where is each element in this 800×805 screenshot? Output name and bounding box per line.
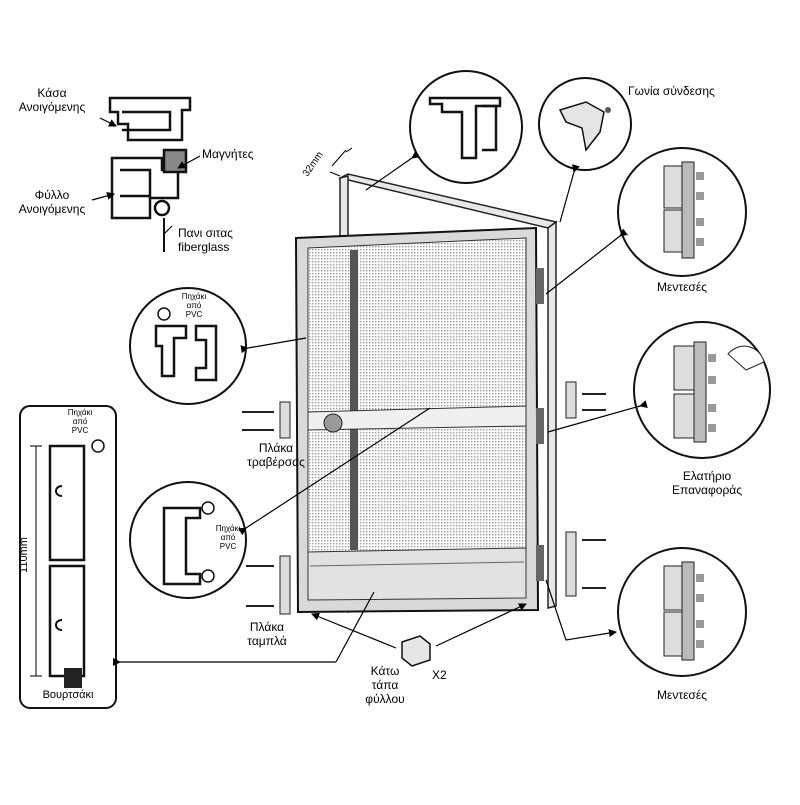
detail-circle-hinges-top: [545, 147, 747, 295]
pvc-panel-label-line: Πηχάκι: [67, 408, 93, 417]
frame-section-profile: [108, 96, 192, 252]
mesh-label: Πανι σιτας fiberglass: [178, 226, 233, 254]
pvc-panel-label: Πηχάκι από PVC: [50, 408, 110, 435]
pvc-panel-label-line: PVC: [71, 426, 89, 435]
dimension-32mm: [329, 147, 353, 177]
kick-plate: [246, 531, 606, 615]
detail-circle-corner: [538, 77, 632, 223]
corner-label: Γωνία σύνδεσης: [628, 84, 715, 98]
pvc-left-label-line: PVC: [185, 310, 203, 319]
end-cap-quantity: X2: [432, 668, 447, 682]
pvc-mid-label-line: PVC: [219, 542, 237, 551]
magnets-label: Μαγνήτες: [202, 147, 254, 161]
end-cap-label: Κάτω τάπα φύλλου: [350, 664, 420, 706]
detail-circle-pvc-mid: [129, 407, 431, 599]
leaf-leader: [91, 191, 115, 201]
kickplate-label-line: Πλάκα: [249, 620, 285, 634]
detail-circle-top-profile: [365, 70, 523, 191]
frame-label: Κάσα Ανοιγόμενης: [8, 86, 96, 114]
kickplate-label: Πλάκα ταμπλά: [232, 620, 302, 648]
spring-label-line: Επαναφοράς: [672, 483, 742, 497]
brush-label: Βουρτσάκι: [42, 689, 94, 701]
leaf-label-line: Φύλλο: [34, 188, 70, 202]
pvc-left-label-line: Πηχάκι: [181, 292, 207, 301]
pvc-panel-label-line: από: [72, 417, 88, 426]
magnets-leader: [177, 155, 201, 169]
spring-label: Ελατήριο Επαναφοράς: [662, 469, 752, 497]
kickplate-label-line: ταμπλά: [247, 634, 287, 648]
end-cap-label-line: φύλλου: [365, 692, 405, 706]
mesh-leader: [163, 225, 173, 235]
end-cap: [311, 603, 527, 667]
crossbar-plate: [242, 381, 606, 439]
leaf-label: Φύλλο Ανοιγόμενης: [8, 188, 96, 216]
detail-circle-hinges-bottom: [545, 547, 747, 677]
hinges-top-label: Μεντεσές: [657, 280, 707, 294]
hinges-bottom-label: Μεντεσές: [657, 688, 707, 702]
pvc-left-label: Πηχάκι από PVC: [178, 292, 210, 319]
pvc-mid-label-line: από: [220, 533, 236, 542]
spring-label-line: Ελατήριο: [682, 469, 732, 483]
brush-profile-panel: [19, 405, 375, 709]
mesh-label-line: fiberglass: [178, 240, 230, 254]
pvc-mid-label-line: Πηχάκι: [215, 524, 241, 533]
end-cap-label-line: τάπα: [371, 678, 399, 692]
pvc-mid-label: Πηχάκι από PVC: [212, 524, 244, 551]
mesh-label-line: Πανι σιτας: [178, 226, 233, 240]
detail-circle-pvc-left: [129, 287, 307, 405]
detail-circle-spring-hinge: [547, 321, 771, 459]
crossbar-plate-label: Πλάκα τραβέρσας: [236, 441, 316, 469]
end-cap-label-line: Κάτω: [370, 664, 400, 678]
crossbar-plate-label-line: Πλάκα: [258, 441, 294, 455]
pvc-left-label-line: από: [186, 301, 202, 310]
door-leaf: [294, 226, 544, 614]
frame-leader: [99, 117, 117, 127]
frame-label-line: Ανοιγόμενης: [18, 100, 86, 114]
leaf-label-line: Ανοιγόμενης: [18, 202, 86, 216]
frame-label-line: Κάσα: [37, 86, 67, 100]
crossbar-plate-label-line: τραβέρσας: [247, 455, 305, 469]
dimension-110mm-label: 110mm: [17, 537, 30, 573]
